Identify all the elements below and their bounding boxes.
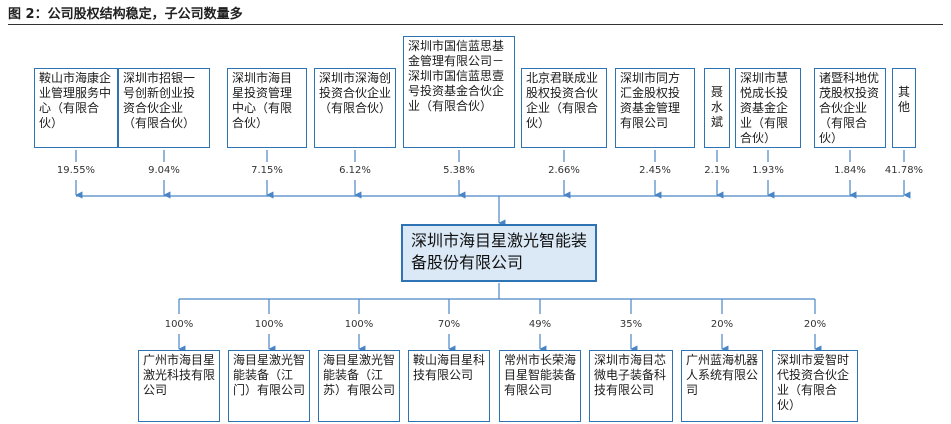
subsidiary-percent: 70%	[437, 319, 461, 330]
subsidiary-percent: 20%	[710, 319, 734, 330]
title-divider	[8, 24, 943, 25]
shareholder-percent: 2.45%	[639, 165, 671, 176]
figure-title: 图 2：公司股权结构稳定，子公司数量多	[8, 7, 243, 22]
shareholder-box: 深圳市深海创投资合伙企业（有限合伙）	[314, 68, 396, 148]
shareholder-percent: 19.55%	[56, 165, 96, 176]
shareholder-box: 深圳市招银一号创新创业投资合伙企业（有限合伙）	[118, 68, 210, 148]
shareholder-percent: 9.04%	[148, 165, 180, 176]
shareholder-box: 深圳市同方汇金股权投资基金管理有限公司	[615, 68, 695, 148]
subsidiary-box: 鞍山海目星科技有限公司	[408, 350, 490, 422]
shareholder-percent: 7.15%	[251, 165, 283, 176]
subsidiary-percent: 100%	[254, 319, 284, 330]
shareholder-percent: 6.12%	[339, 165, 371, 176]
subsidiary-box: 深圳市爱智时代投资合伙企业（有限合伙）	[772, 350, 858, 422]
shareholder-percent: 2.1%	[704, 165, 730, 176]
subsidiary-box: 海目星激光智能装备（江门）有限公司	[228, 350, 310, 422]
subsidiary-box: 海目星激光智能装备（江苏）有限公司	[318, 350, 400, 422]
shareholder-percent: 1.93%	[752, 165, 784, 176]
shareholder-box: 其他	[892, 68, 916, 148]
subsidiary-percent: 20%	[803, 319, 827, 330]
subsidiary-box: 常州市长荣海目星智能装备有限公司	[499, 350, 581, 422]
subsidiary-percent: 100%	[164, 319, 194, 330]
shareholder-box: 深圳市国信蓝思基金管理有限公司－深圳市国信蓝思壹号投资基金合伙企业（有限合伙）	[403, 36, 515, 148]
shareholder-box: 深圳市海目星投资管理中心（有限合伙）	[227, 68, 307, 148]
shareholder-box: 鞍山市海康企业管理服务中心（有限合伙）	[34, 68, 118, 148]
subsidiary-box: 深圳市海目芯微电子装备科技有限公司	[589, 350, 673, 422]
company-center-box: 深圳市海目星激光智能装备股份有限公司	[401, 224, 597, 282]
shareholder-percent: 2.66%	[548, 165, 580, 176]
shareholder-box: 北京君联成业股权投资合伙企业（有限合伙）	[521, 68, 607, 148]
shareholder-box: 深圳市慧悦成长投资基金企业（有限合伙）	[735, 68, 801, 148]
subsidiary-percent: 100%	[344, 319, 374, 330]
subsidiary-percent: 35%	[619, 319, 643, 330]
subsidiary-box: 广州蓝海机器人系统有限公司	[681, 350, 763, 422]
subsidiary-percent: 49%	[528, 319, 552, 330]
shareholder-percent: 1.84%	[834, 165, 866, 176]
shareholder-box: 诸暨科地优茂股权投资合伙企业（有限合伙）	[814, 68, 886, 148]
shareholder-percent: 41.78%	[884, 165, 924, 176]
shareholder-box: 聂水斌	[704, 68, 730, 148]
shareholder-percent: 5.38%	[443, 165, 475, 176]
subsidiary-box: 广州市海目星激光科技有限公司	[138, 350, 220, 422]
